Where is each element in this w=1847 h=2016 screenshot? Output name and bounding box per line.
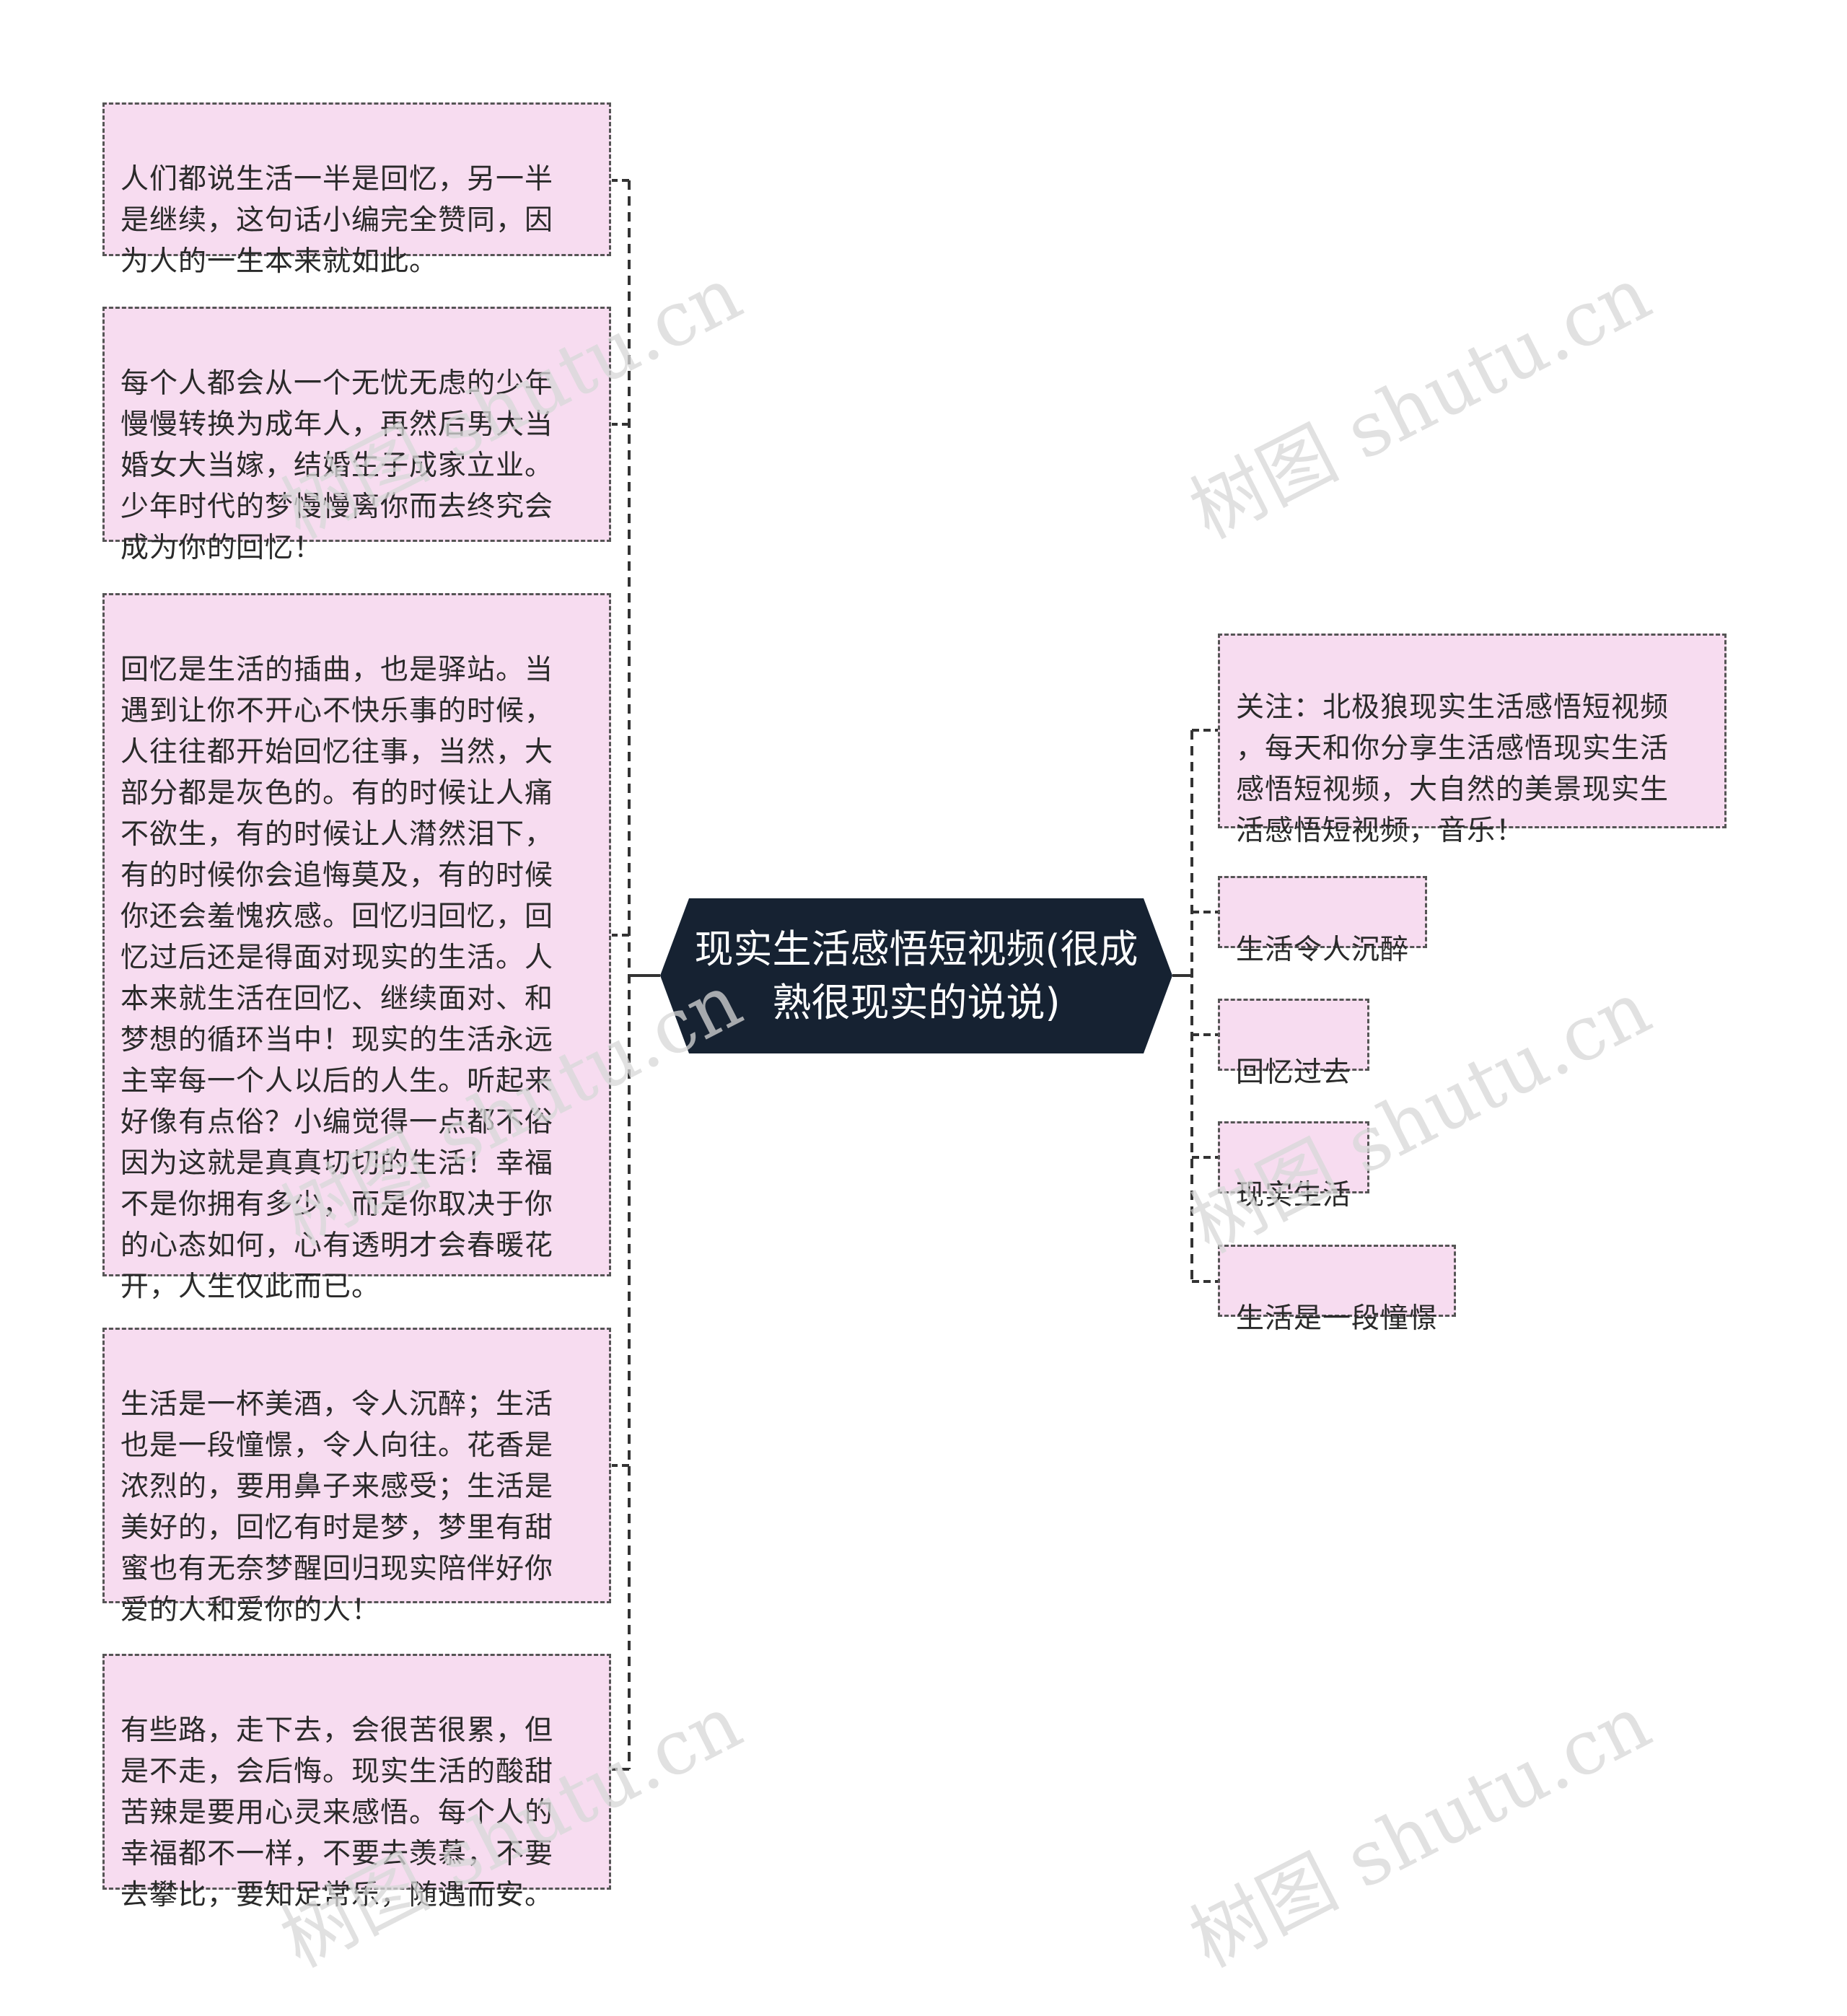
left-node-3-text: 回忆是生活的插曲，也是驿站。当 遇到让你不开心不快乐事的时候， 人往往都开始回忆…: [120, 654, 554, 1303]
root-shape: [660, 898, 1172, 1053]
left-node-1[interactable]: 人们都说生活一半是回忆，另一半 是继续，这句话小编完全赞同，因 为人的一生本来就…: [102, 102, 611, 278]
root-node[interactable]: 现实生活感悟短视频(很成 熟很现实的说说): [660, 898, 1172, 1053]
right-node-2[interactable]: 生活令人沉醉: [1218, 876, 1428, 966]
left-node-4-text: 生活是一杯美酒，令人沉醉；生活 也是一段憧憬，令人向往。花香是 浓烈的，要用鼻子…: [120, 1388, 554, 1626]
left-node-4[interactable]: 生活是一杯美酒，令人沉醉；生活 也是一段憧憬，令人向往。花香是 浓烈的，要用鼻子…: [102, 1328, 611, 1626]
right-node-1[interactable]: 关注：北极狼现实生活感悟短视频 ，每天和你分享生活感悟现实生活 感悟短视频，大自…: [1218, 634, 1727, 847]
left-node-5[interactable]: 有些路，走下去，会很苦很累，但 是不走，会后悔。现实生活的酸甜 苦辣是要用心灵来…: [102, 1654, 611, 1911]
right-node-3-text: 回忆过去: [1236, 1056, 1352, 1089]
right-node-4[interactable]: 现实生活: [1218, 1121, 1370, 1211]
left-node-2[interactable]: 每个人都会从一个无忧无虑的少年 慢慢转换为成年人，再然后男大当 婚女大当嫁，结婚…: [102, 307, 611, 564]
root-title: 现实生活感悟短视频(很成 熟很现实的说说): [694, 926, 1139, 1025]
right-node-3[interactable]: 回忆过去: [1218, 999, 1370, 1089]
right-node-2-text: 生活令人沉醉: [1236, 934, 1410, 966]
left-node-5-text: 有些路，走下去，会很苦很累，但 是不走，会后悔。现实生活的酸甜 苦辣是要用心灵来…: [120, 1714, 554, 1911]
right-node-5[interactable]: 生活是一段憧憬: [1218, 1245, 1457, 1335]
left-node-2-text: 每个人都会从一个无忧无虑的少年 慢慢转换为成年人，再然后男大当 婚女大当嫁，结婚…: [120, 367, 554, 564]
right-node-4-text: 现实生活: [1236, 1179, 1352, 1211]
left-node-3[interactable]: 回忆是生活的插曲，也是驿站。当 遇到让你不开心不快乐事的时候， 人往往都开始回忆…: [102, 593, 611, 1303]
right-node-1-text: 关注：北极狼现实生活感悟短视频 ，每天和你分享生活感悟现实生活 感悟短视频，大自…: [1236, 691, 1670, 847]
left-node-1-text: 人们都说生活一半是回忆，另一半 是继续，这句话小编完全赞同，因 为人的一生本来就…: [120, 163, 554, 278]
right-node-5-text: 生活是一段憧憬: [1236, 1302, 1439, 1335]
